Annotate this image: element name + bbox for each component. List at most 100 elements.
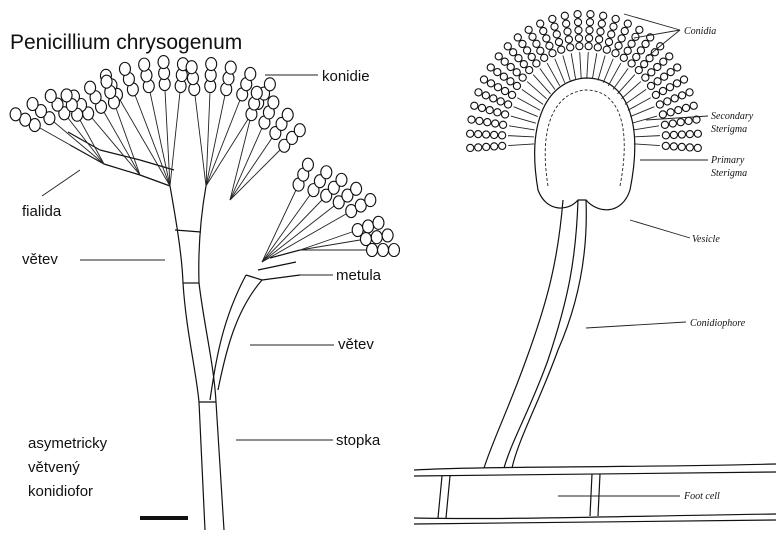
sterigma	[571, 53, 575, 79]
conidium	[598, 20, 605, 27]
conidium	[563, 20, 570, 27]
phialide	[116, 108, 140, 175]
sterigma	[533, 75, 550, 94]
conidium	[519, 40, 526, 47]
conidium	[587, 11, 594, 18]
sterigma	[508, 144, 534, 146]
vesicle	[535, 78, 635, 210]
conidium	[671, 95, 678, 102]
conidium	[603, 46, 610, 53]
conidium	[497, 98, 504, 105]
conidium	[501, 87, 508, 94]
scale-bar	[140, 516, 188, 520]
conidium	[686, 144, 693, 151]
conidium	[491, 131, 498, 138]
side-branch	[210, 275, 262, 400]
sterigma	[633, 126, 659, 130]
conidium	[139, 58, 150, 71]
conidium	[574, 11, 581, 18]
phialide	[230, 138, 272, 200]
label-primary-2: Sterigma	[711, 168, 747, 179]
conidium	[508, 91, 515, 98]
conidium	[694, 130, 701, 137]
conidium	[654, 63, 661, 70]
conidium	[475, 89, 482, 96]
conidium	[523, 47, 530, 54]
aspergillus-drawing: Conidia Secondary Sterigma Primary Steri…	[408, 0, 776, 533]
conidium	[486, 107, 493, 114]
sterigma	[580, 52, 581, 78]
conidium	[659, 111, 666, 118]
conidium	[482, 92, 489, 99]
conidium	[615, 42, 622, 49]
diagram-title: Penicillium chrysogenum	[10, 31, 242, 54]
conidium	[471, 102, 478, 109]
conidium	[525, 26, 532, 33]
phialide	[262, 190, 296, 262]
conidium	[667, 68, 674, 75]
conidium	[596, 36, 603, 43]
conidium	[585, 43, 592, 50]
label-vetev-lower: větev	[338, 336, 374, 353]
caption-line-3: konidiofor	[28, 483, 93, 500]
sterigma	[514, 107, 538, 117]
leader-fialida	[42, 170, 80, 196]
conidium	[637, 47, 644, 54]
conidium	[478, 104, 485, 111]
conidium	[551, 23, 558, 30]
conidium	[499, 142, 506, 149]
conidium	[351, 182, 362, 195]
conidium	[490, 95, 497, 102]
phialide	[170, 92, 180, 186]
conidium	[632, 33, 639, 40]
conidium	[608, 31, 615, 38]
conidium	[678, 131, 685, 138]
conidium	[119, 62, 130, 75]
conidium	[475, 144, 482, 151]
conidium	[492, 120, 499, 127]
conidium	[336, 173, 347, 186]
conidium	[529, 33, 536, 40]
conidium	[533, 60, 540, 67]
conidium	[515, 55, 522, 62]
conidium	[501, 58, 508, 65]
conidium	[282, 108, 293, 121]
sterigma	[592, 53, 596, 79]
conidium	[575, 27, 582, 34]
conidium	[186, 61, 197, 74]
conidium	[624, 47, 631, 54]
conidium	[664, 98, 671, 105]
conidium	[543, 35, 550, 42]
caption-line-1: asymetricky	[28, 435, 108, 452]
sterigma	[527, 82, 546, 99]
conidium	[618, 35, 625, 42]
phialide	[300, 232, 352, 250]
phialide	[262, 206, 334, 262]
metula-cluster-right	[258, 250, 300, 280]
conidium	[678, 143, 685, 150]
conidium	[666, 84, 673, 91]
conidium	[674, 64, 681, 71]
conidium	[367, 244, 378, 257]
conidium	[667, 109, 674, 116]
sterigma	[598, 55, 605, 80]
label-konidie: konidie	[322, 68, 370, 85]
conidium	[641, 61, 648, 68]
label-primary-1: Primary	[710, 155, 745, 166]
sterigma	[563, 55, 570, 80]
sterigma	[634, 136, 660, 137]
conidium	[27, 97, 38, 110]
conidium	[597, 28, 604, 35]
conidium	[487, 64, 494, 71]
conidium	[501, 111, 508, 118]
conidium	[61, 89, 72, 102]
conidium	[533, 40, 540, 47]
conidium	[264, 78, 275, 91]
conidium	[656, 101, 663, 108]
conidium	[648, 69, 655, 76]
conidium	[507, 63, 514, 70]
conidium	[647, 82, 654, 89]
conidium	[467, 130, 474, 137]
label-secondary-1: Secondary	[711, 111, 754, 122]
